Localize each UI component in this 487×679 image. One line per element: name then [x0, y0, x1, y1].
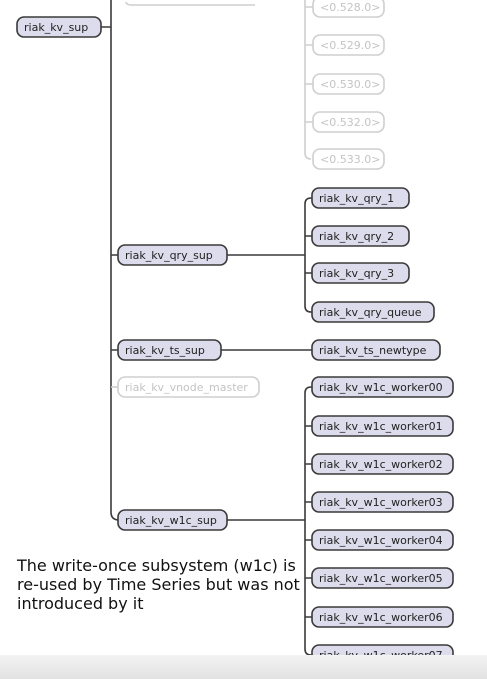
node-ts-child-0-box — [311, 339, 441, 361]
node-w1c-child-1-label: riak_kv_w1c_worker01 — [319, 420, 443, 433]
node-riak-kv-vnode-master-label: riak_kv_vnode_master — [125, 381, 248, 394]
node-riak-kv-qry-sup: riak_kv_qry_sup — [117, 244, 228, 266]
edge-w1c-children — [227, 386, 312, 656]
node-qry-child-1: riak_kv_qry_2 — [311, 225, 410, 247]
node-w1c-child-6: riak_kv_w1c_worker06 — [311, 606, 454, 628]
node-faded-child-3: <0.532.0> — [312, 111, 385, 133]
node-faded-child-3-box — [312, 111, 385, 133]
node-qry-child-1-box — [311, 225, 410, 247]
node-qry-child-3: riak_kv_qry_queue — [311, 301, 435, 323]
node-w1c-child-2-box — [311, 453, 454, 475]
bottom-fade-strip — [0, 655, 487, 679]
node-faded-child-0-box — [312, 0, 385, 18]
node-w1c-child-2-label: riak_kv_w1c_worker02 — [319, 458, 443, 471]
node-w1c-child-4: riak_kv_w1c_worker04 — [311, 529, 454, 551]
node-faded-child-0-label: <0.528.0> — [320, 1, 380, 14]
node-w1c-child-0-box — [311, 376, 454, 398]
node-riak-kv-ts-sup-label: riak_kv_ts_sup — [125, 344, 205, 357]
node-faded-child-3-label: <0.532.0> — [320, 116, 380, 129]
node-riak-kv-qry-sup-label: riak_kv_qry_sup — [125, 249, 213, 262]
node-w1c-child-1-box — [311, 415, 454, 437]
node-ts-child-0: riak_kv_ts_newtype — [311, 339, 441, 361]
node-faded-child-0: <0.528.0> — [312, 0, 385, 18]
node-w1c-child-4-box — [311, 529, 454, 551]
annotation-note: The write-once subsystem (w1c) is re-use… — [17, 556, 300, 613]
node-faded-child-4: <0.533.0> — [312, 148, 385, 170]
node-faded-child-4-box — [312, 148, 385, 170]
node-w1c-child-4-label: riak_kv_w1c_worker04 — [319, 534, 443, 547]
node-faded-child-4-label: <0.533.0> — [320, 153, 380, 166]
node-w1c-child-5-box — [311, 567, 454, 589]
node-w1c-child-3-label: riak_kv_w1c_worker03 — [319, 496, 443, 509]
node-qry-child-3-box — [311, 301, 435, 323]
node-riak-kv-sup-label: riak_kv_sup — [24, 21, 88, 34]
node-riak-kv-sup-box — [16, 16, 102, 38]
node-qry-child-2: riak_kv_qry_3 — [311, 262, 410, 284]
node-riak-kv-sup: riak_kv_sup — [16, 16, 102, 38]
node-w1c-child-5-label: riak_kv_w1c_worker05 — [319, 572, 443, 585]
edge-root-children — [111, 254, 118, 351]
node-riak-kv-ts-sup: riak_kv_ts_sup — [117, 339, 222, 361]
node-qry-child-0: riak_kv_qry_1 — [311, 187, 410, 209]
node-w1c-child-6-label: riak_kv_w1c_worker06 — [319, 611, 443, 624]
node-w1c-child-1: riak_kv_w1c_worker01 — [311, 415, 454, 437]
node-w1c-child-0-label: riak_kv_w1c_worker00 — [319, 381, 443, 394]
node-w1c-child-2: riak_kv_w1c_worker02 — [311, 453, 454, 475]
tree-edges — [101, 0, 313, 656]
edge-root-trunk — [101, 0, 120, 521]
node-faded-child-1: <0.529.0> — [312, 34, 385, 56]
node-qry-child-0-label: riak_kv_qry_1 — [319, 192, 394, 205]
node-faded-child-2-box — [312, 73, 385, 95]
node-faded-child-2: <0.530.0> — [312, 73, 385, 95]
node-riak-kv-w1c-sup: riak_kv_w1c_sup — [117, 509, 228, 531]
edge-qry-children — [227, 197, 312, 313]
node-riak-kv-qry-sup-box — [117, 244, 228, 266]
node-w1c-child-0: riak_kv_w1c_worker00 — [311, 376, 454, 398]
node-riak-kv-w1c-sup-box — [117, 509, 228, 531]
node-faded-child-1-box — [312, 34, 385, 56]
node-w1c-child-3-box — [311, 491, 454, 513]
node-qry-child-2-label: riak_kv_qry_3 — [319, 267, 394, 280]
node-faded-child-1-label: <0.529.0> — [320, 39, 380, 52]
node-qry-child-3-label: riak_kv_qry_queue — [319, 306, 422, 319]
node-riak-kv-vnode-master: riak_kv_vnode_master — [117, 376, 260, 398]
node-ts-child-0-label: riak_kv_ts_newtype — [319, 344, 427, 357]
node-qry-child-1-label: riak_kv_qry_2 — [319, 230, 394, 243]
node-w1c-child-3: riak_kv_w1c_worker03 — [311, 491, 454, 513]
node-qry-child-0-box — [311, 187, 410, 209]
node-w1c-child-5: riak_kv_w1c_worker05 — [311, 567, 454, 589]
edge-top-clipped-node — [125, 1, 255, 6]
edge-faded-children — [304, 0, 313, 160]
node-w1c-child-6-box — [311, 606, 454, 628]
node-qry-child-2-box — [311, 262, 410, 284]
node-riak-kv-vnode-master-box — [117, 376, 260, 398]
node-faded-child-2-label: <0.530.0> — [320, 78, 380, 91]
node-riak-kv-w1c-sup-label: riak_kv_w1c_sup — [125, 514, 217, 527]
node-riak-kv-ts-sup-box — [117, 339, 222, 361]
